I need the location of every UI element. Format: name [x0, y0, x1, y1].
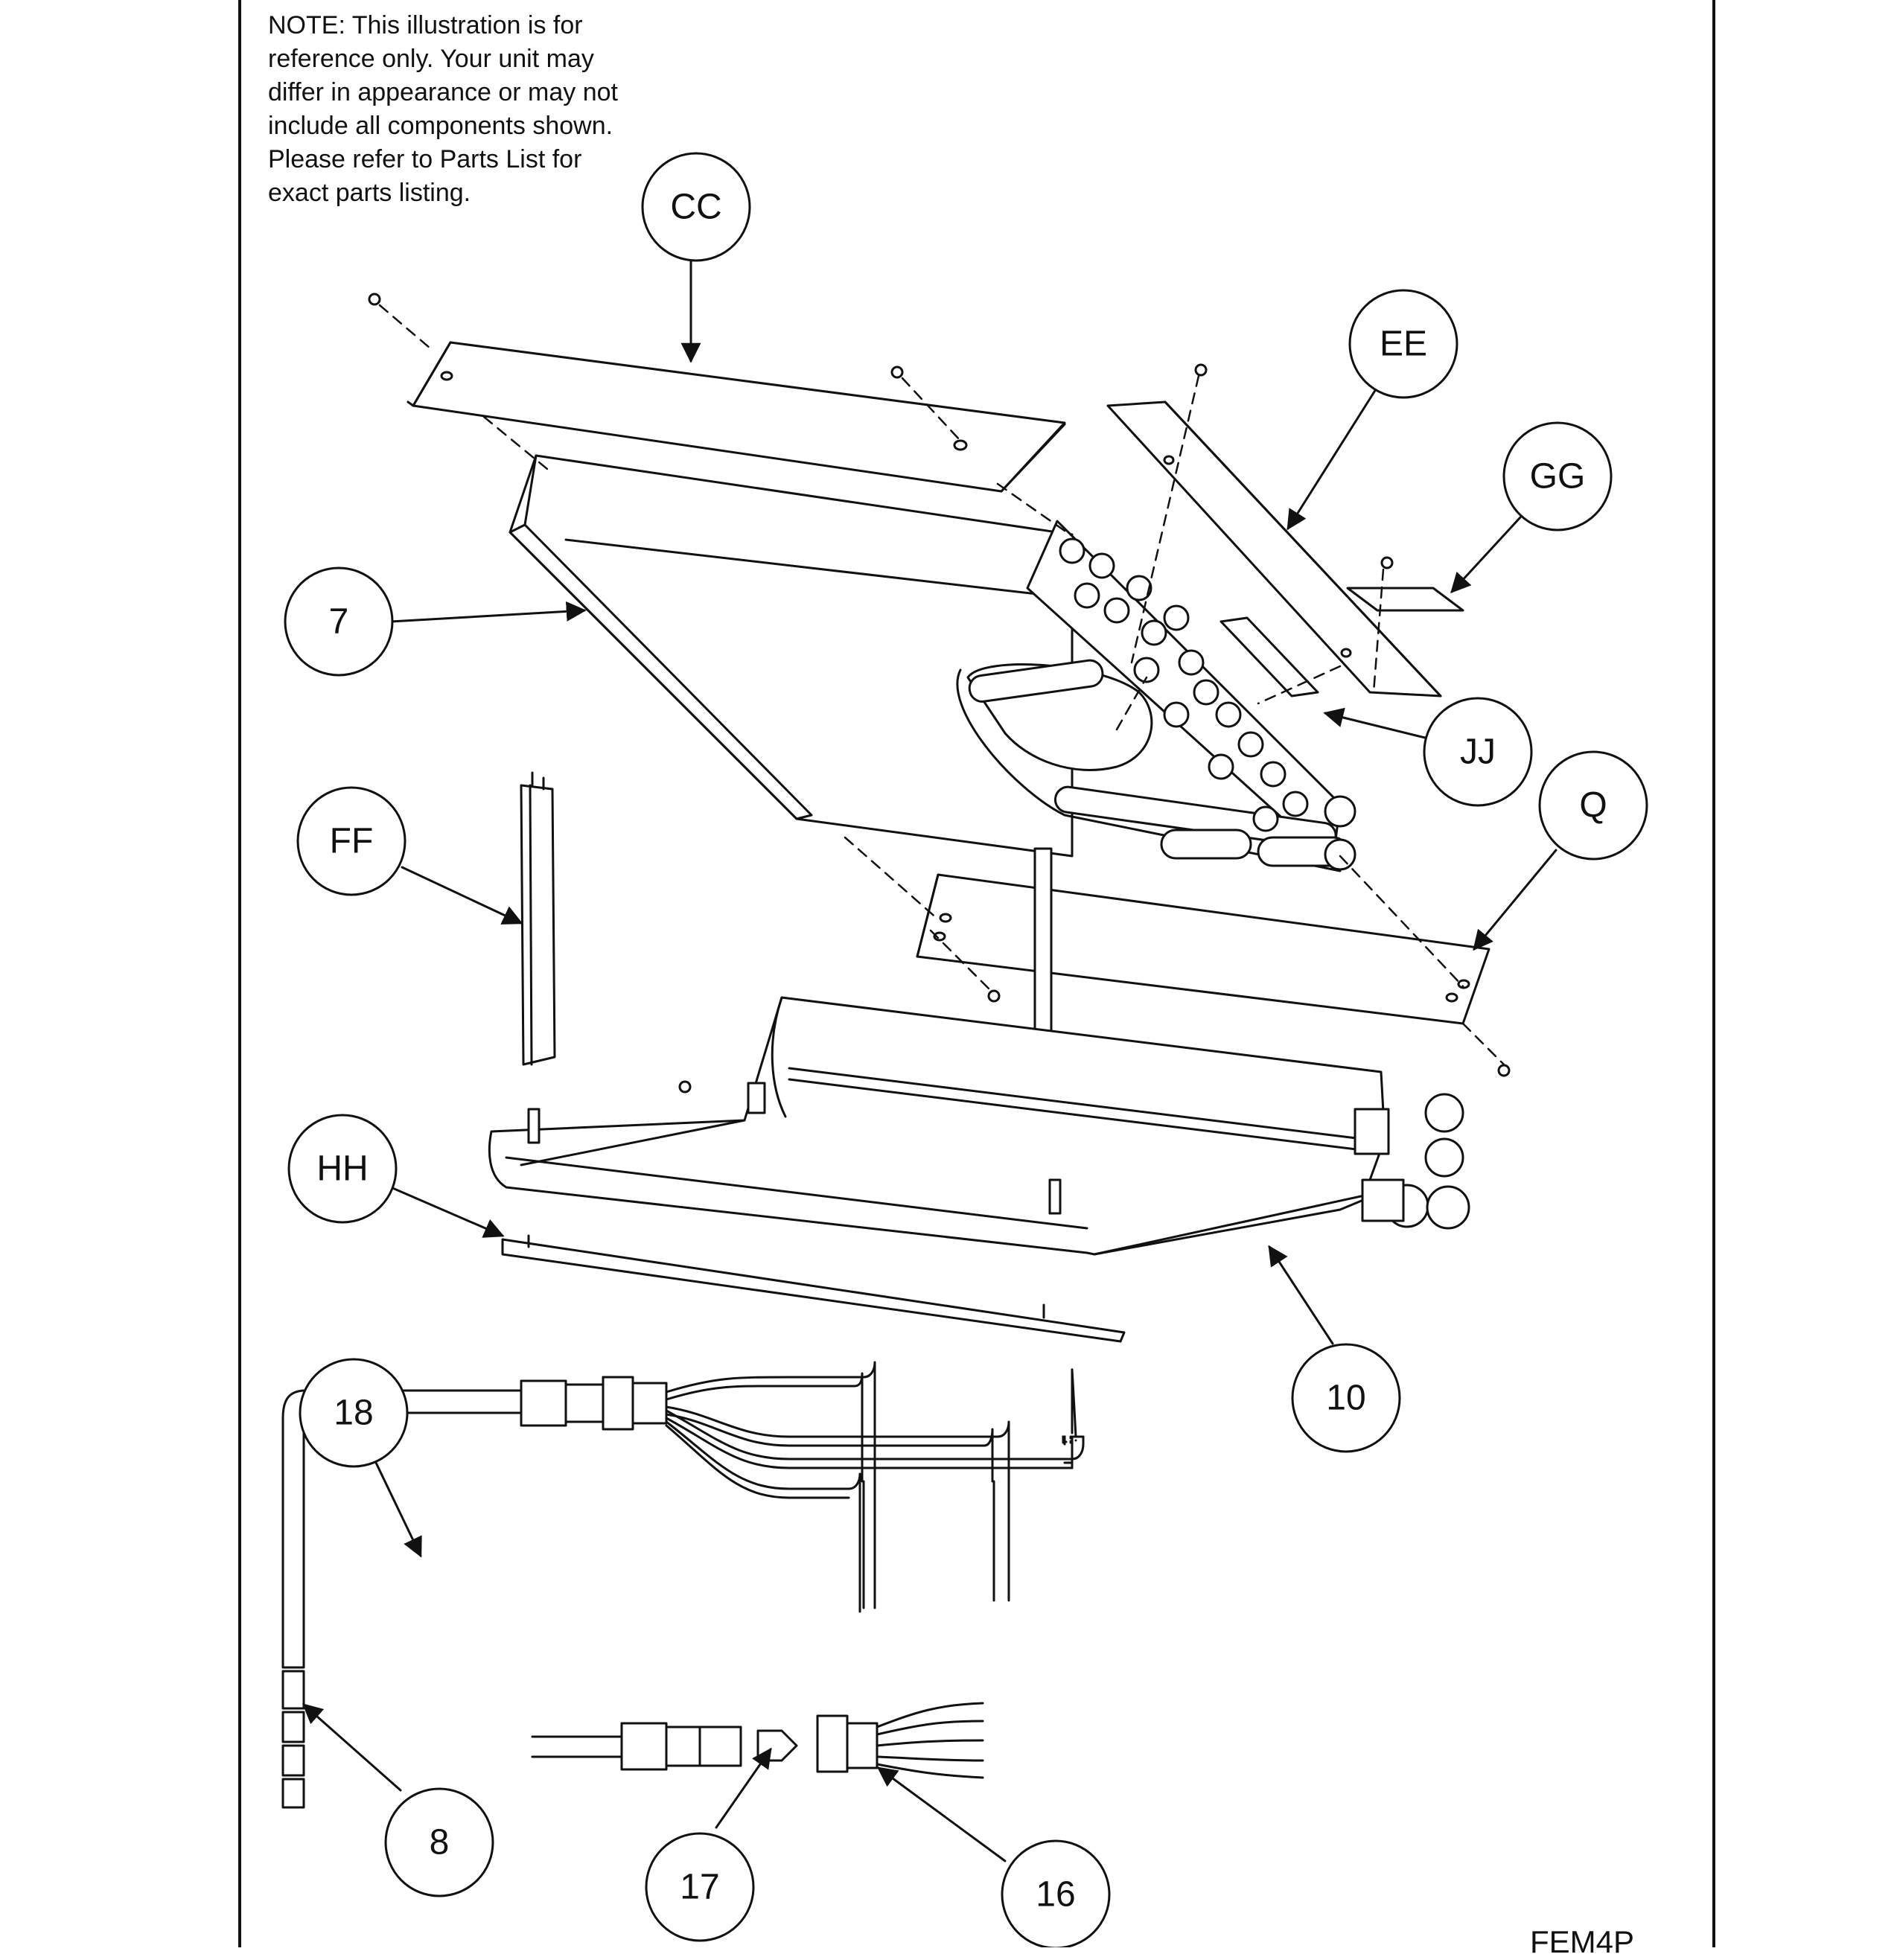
- top-cover-panel: [406, 341, 1066, 493]
- leader-10: [1268, 1245, 1334, 1345]
- note-line: Please refer to Parts List for: [268, 145, 582, 173]
- callout-circle-gg: [1502, 421, 1613, 532]
- leader-16: [876, 1766, 1007, 1862]
- callout-circle-7: [284, 566, 394, 677]
- insert-plate: [1220, 616, 1319, 698]
- leader-7: [389, 601, 587, 623]
- front-strip: [501, 1234, 1126, 1343]
- callout-circle-16: [1001, 1839, 1111, 1947]
- callout-label-jj: JJ: [1460, 732, 1496, 772]
- callout-labels: CC EE GG 7 JJ Q FF HH 10 18 8 17 16: [316, 188, 1607, 1915]
- callout-circle-8: [384, 1787, 494, 1897]
- callout-label-8: 8: [430, 1823, 450, 1862]
- coil-manifold: [956, 520, 1356, 872]
- callout-label-10: 10: [1326, 1379, 1365, 1418]
- callout-label-cc: CC: [670, 188, 721, 227]
- leader-8: [302, 1703, 402, 1792]
- callout-circle-q: [1538, 750, 1648, 861]
- callout-circle-ff: [296, 786, 406, 896]
- leader-ff: [401, 866, 523, 925]
- leader-ee: [1287, 388, 1377, 531]
- leader-q: [1473, 849, 1558, 951]
- small-bracket: [1346, 587, 1464, 612]
- callout-label-ff: FF: [330, 822, 374, 861]
- fitting-detail: [531, 1702, 984, 1779]
- callout-circle-hh: [287, 1114, 398, 1224]
- callout-circles: [284, 152, 1648, 1947]
- tubing-assembly: [281, 1361, 1085, 1809]
- leader-17: [715, 1747, 772, 1829]
- note-line: NOTE: This illustration is for: [268, 11, 583, 39]
- note-line: reference only. Your unit may: [268, 45, 594, 73]
- diagram-code: FEM4P: [1530, 1924, 1635, 1959]
- callout-label-16: 16: [1036, 1875, 1075, 1915]
- dashed-guides: [378, 304, 1505, 1066]
- tall-tube-pair: [1063, 1439, 1074, 1446]
- coil-plate: [508, 454, 1074, 858]
- side-plate: [1106, 400, 1442, 698]
- callout-circle-jj: [1423, 697, 1533, 807]
- note-line: include all components shown.: [268, 112, 613, 140]
- callout-circle-cc: [641, 152, 751, 262]
- callout-label-18: 18: [334, 1394, 373, 1433]
- leader-18: [374, 1461, 422, 1558]
- leader-gg: [1450, 516, 1522, 593]
- callout-label-ee: EE: [1380, 325, 1427, 364]
- note-line: exact parts listing.: [268, 179, 471, 207]
- callout-label-hh: HH: [316, 1149, 368, 1189]
- callout-label-7: 7: [329, 602, 349, 642]
- callout-circle-10: [1291, 1343, 1401, 1453]
- lower-rail: [916, 873, 1490, 1025]
- note-line: differ in appearance or may not: [268, 78, 618, 106]
- vertical-baffle: [520, 771, 556, 1066]
- callout-label-q: Q: [1579, 786, 1607, 826]
- leader-arrows: [302, 258, 1558, 1862]
- callout-circle-ee: [1348, 289, 1458, 399]
- leader-hh: [389, 1186, 505, 1238]
- drain-pan: [488, 996, 1470, 1256]
- callout-label-gg: GG: [1530, 457, 1586, 497]
- leader-jj: [1323, 707, 1429, 740]
- reference-note: NOTE: This illustration is for reference…: [268, 9, 685, 210]
- callout-circle-17: [645, 1832, 755, 1942]
- callout-label-17: 17: [680, 1868, 719, 1907]
- callout-circle-18: [299, 1358, 409, 1468]
